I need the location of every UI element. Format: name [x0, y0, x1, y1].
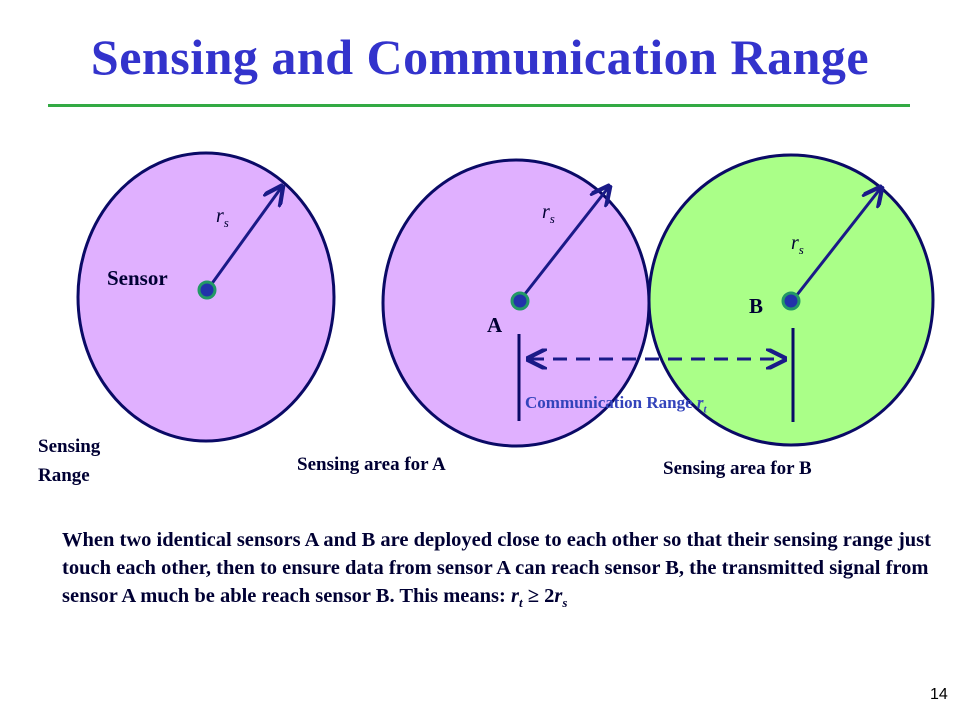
radius-arrow-a [519, 188, 608, 300]
slide-title: Sensing and Communication Range [90, 29, 870, 85]
communication-range-label: Communication Range rt [525, 393, 707, 416]
rs-label-a: rs [542, 201, 555, 226]
sensor-node-b [781, 291, 801, 311]
sensing-area-a-label: Sensing area for A [297, 454, 446, 475]
rs-label-sensor: rs [216, 205, 229, 230]
condition-equation: rt ≥ 2rs [510, 585, 568, 611]
page-number: 14 [930, 686, 948, 703]
explanation-paragraph: When two identical sensors A and B are d… [62, 529, 931, 611]
sensing-area-b-label: Sensing area for B [663, 458, 812, 479]
radius-arrow-b [791, 189, 880, 301]
sensor-node-a [510, 291, 530, 311]
sensor-node [197, 280, 217, 300]
title-divider [48, 104, 910, 107]
sensor-label: Sensor [107, 266, 168, 290]
node-a-label: A [487, 313, 503, 337]
rs-label-b: rs [791, 232, 804, 257]
node-b-label: B [749, 294, 764, 318]
radius-arrow-sensor [206, 188, 281, 290]
